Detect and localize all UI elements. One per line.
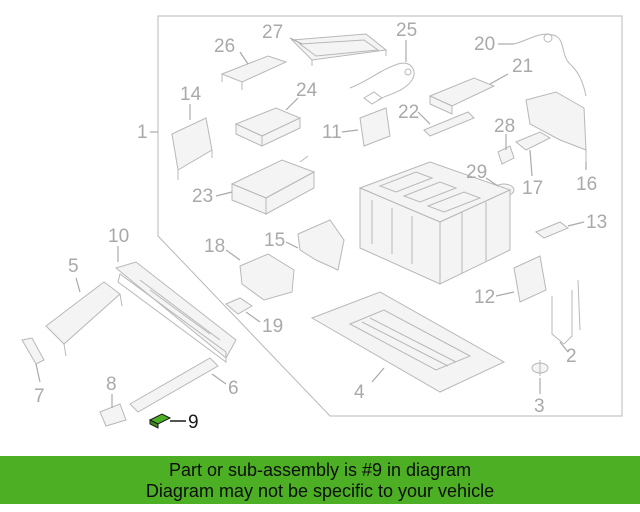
- callout-8: 8: [106, 374, 117, 395]
- callout-11: 11: [322, 122, 342, 143]
- callout-24: 24: [296, 80, 318, 101]
- callout-15: 15: [264, 230, 285, 251]
- callout-5: 5: [68, 256, 79, 277]
- part-20-shape: [513, 33, 587, 97]
- part-13-shape: [535, 221, 569, 239]
- callout-12: 12: [474, 287, 495, 308]
- part-7-shape: [21, 337, 45, 365]
- part-info-banner: Part or sub-assembly is #9 in diagram Di…: [0, 456, 640, 504]
- callout-29: 29: [466, 162, 487, 183]
- banner-line-1: Part or sub-assembly is #9 in diagram: [168, 460, 472, 480]
- part-16-shape: [525, 91, 587, 162]
- callout-6: 6: [228, 378, 239, 399]
- callout-2: 2: [566, 346, 577, 367]
- callout-16: 16: [576, 174, 597, 195]
- part-19-shape: [225, 297, 253, 315]
- callout-19: 19: [262, 316, 283, 337]
- callout-27: 27: [262, 22, 283, 43]
- callout-26: 26: [214, 36, 235, 57]
- part-14-shape: [171, 117, 213, 180]
- part-27-shape: [290, 33, 388, 66]
- callout-10: 10: [108, 226, 129, 247]
- part-17-shape: [515, 131, 552, 151]
- part-10-shape: [114, 261, 237, 363]
- banner-line-2: Diagram may not be specific to your vehi…: [145, 481, 495, 501]
- callout-3: 3: [534, 396, 545, 417]
- assembly-boundary: [157, 15, 623, 417]
- part-21-shape: [428, 77, 496, 115]
- part-2-shape: [551, 279, 581, 345]
- part-15-shape: [297, 219, 345, 271]
- callout-25: 25: [396, 20, 417, 41]
- callout-13: 13: [586, 212, 607, 233]
- callout-7: 7: [34, 386, 45, 407]
- callout-17: 17: [522, 178, 543, 199]
- part-8-shape: [99, 403, 127, 427]
- callout-28: 28: [494, 116, 515, 137]
- battery-pack-shape: [358, 161, 512, 285]
- callout-9: 9: [188, 412, 199, 433]
- callout-23: 23: [192, 186, 213, 207]
- part-11-shape: [359, 107, 391, 147]
- part-22-shape: [423, 111, 475, 137]
- part-12-shape: [513, 255, 547, 303]
- part-9-shape: [148, 413, 172, 429]
- parts-diagram: 1 2 3 4 5 6 7 8 9 10 11 12 13 14 15 16 1…: [21, 15, 623, 433]
- part-24-shape: [234, 107, 302, 147]
- callout-21: 21: [512, 56, 533, 77]
- part-25-shape: [349, 62, 415, 105]
- callout-4: 4: [354, 382, 365, 403]
- callout-18: 18: [204, 236, 225, 257]
- callout-1: 1: [137, 122, 148, 143]
- part-26-shape: [220, 55, 288, 90]
- callout-22: 22: [398, 102, 419, 123]
- part-18-shape: [239, 253, 295, 301]
- part-6-shape: [129, 357, 219, 413]
- part-5-shape: [45, 281, 123, 357]
- part-23-shape: [230, 155, 316, 215]
- callout-20: 20: [474, 34, 495, 55]
- part-3-shape: [531, 360, 549, 376]
- part-4-shape: [310, 291, 506, 393]
- callout-14: 14: [180, 84, 202, 105]
